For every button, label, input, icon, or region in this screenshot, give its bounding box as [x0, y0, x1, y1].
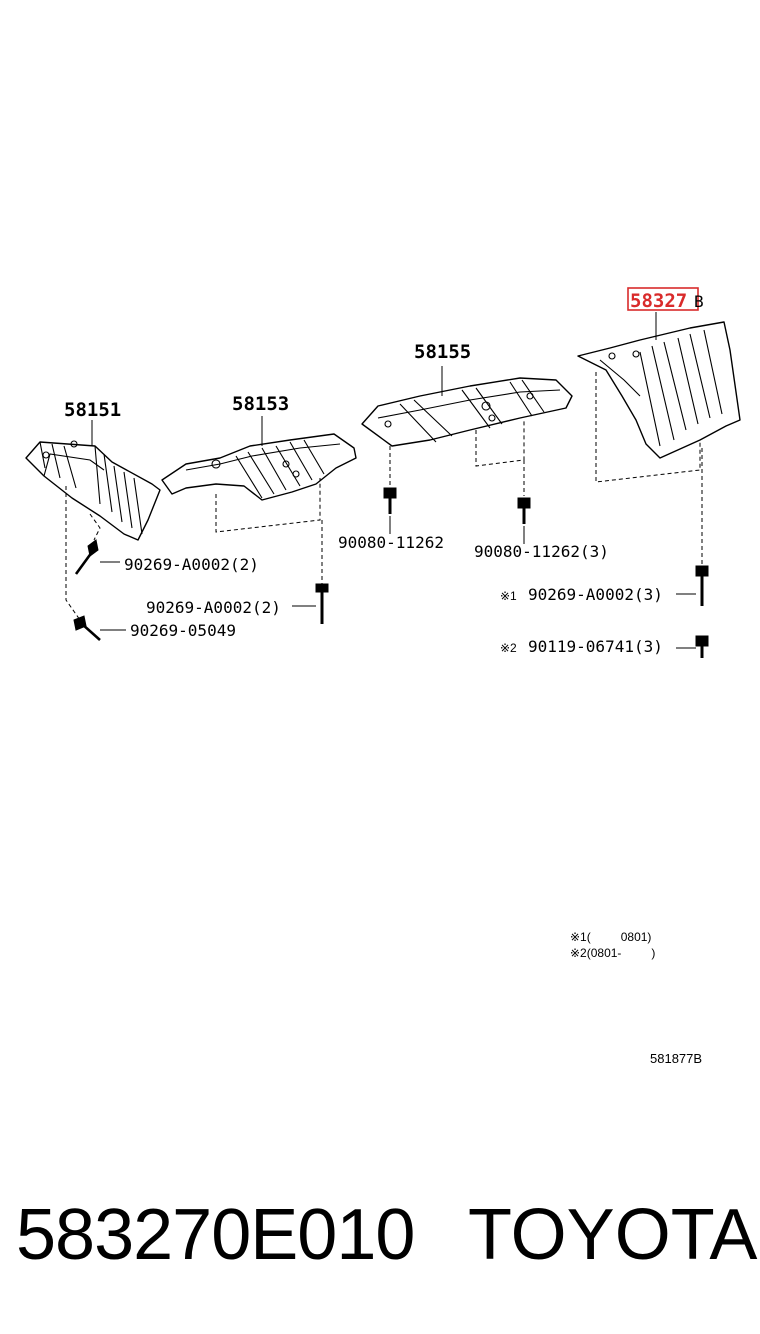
mark-2: ※2 — [500, 641, 517, 655]
applicability-note-1: ※1( 0801) — [570, 930, 651, 944]
figure-code: 581877B — [650, 1051, 702, 1066]
part-58327-drawing — [577, 321, 741, 459]
brand-name: TOYOTA — [468, 1195, 758, 1275]
callout-58151: 58151 — [64, 399, 121, 421]
fastener-label: 90269-05049 — [130, 621, 236, 640]
fastener-label: 90080-11262 — [338, 533, 444, 552]
bolt-icon — [315, 583, 329, 624]
callout-58327: 58327 — [630, 290, 687, 312]
fastener-label: 90080-11262(3) — [474, 542, 609, 561]
fastener-label: 90269-A0002(3) — [528, 585, 663, 604]
part-58153-drawing — [161, 433, 357, 501]
clip-icon — [383, 487, 397, 514]
clip-icon — [517, 497, 531, 524]
callout-58327-suffix: B — [694, 292, 704, 311]
callout-58153: 58153 — [232, 393, 289, 415]
bolt-icon — [695, 635, 709, 658]
highlight-box — [627, 287, 699, 311]
part-footer: 583270E010 TOYOTA — [0, 1180, 760, 1290]
bolt-icon — [73, 615, 101, 641]
applicability-note-2: ※2(0801- ) — [570, 946, 655, 960]
part-number: 583270E010 — [16, 1195, 415, 1275]
callout-58155: 58155 — [414, 341, 471, 363]
fastener-label: 90269-A0002(2) — [146, 598, 281, 617]
bolt-icon — [74, 539, 99, 575]
fastener-label: 90269-A0002(2) — [124, 555, 259, 574]
part-58151-drawing — [25, 440, 161, 541]
bolt-icon — [695, 565, 709, 606]
part-58155-drawing — [361, 377, 573, 447]
fastener-label: 90119-06741(3) — [528, 637, 663, 656]
mark-1: ※1 — [500, 589, 517, 603]
